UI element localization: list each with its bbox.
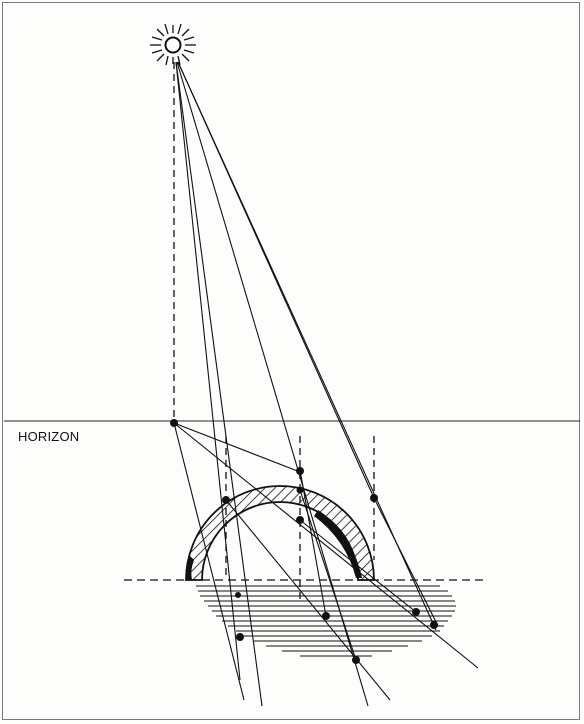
horizon-foot-lines	[173, 422, 479, 701]
sun-icon	[150, 23, 196, 66]
light-rays	[175, 61, 437, 707]
horizon-label: HORIZON	[18, 429, 79, 444]
arch-foot-shadow	[185, 556, 194, 580]
shadow-construction-lines	[225, 469, 439, 701]
construction-points	[170, 419, 438, 664]
cast-shadow-hatching	[196, 585, 456, 657]
